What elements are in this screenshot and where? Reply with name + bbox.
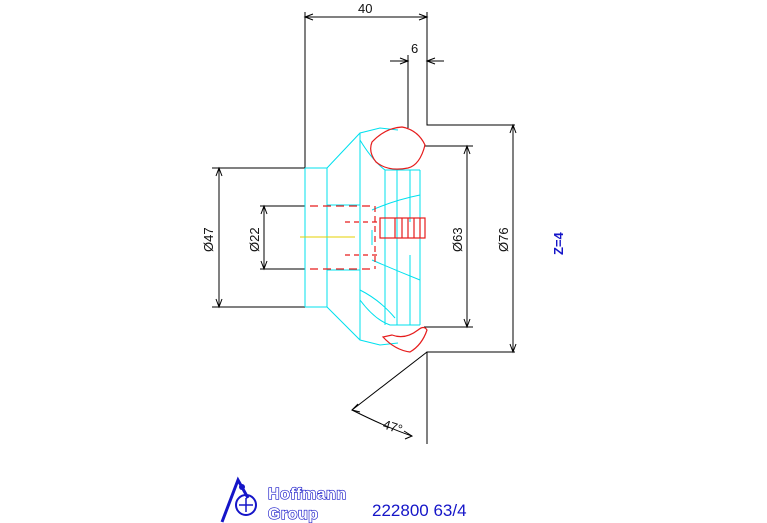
dim-angle: 47° xyxy=(381,417,404,437)
teeth-count-label: Z=4 xyxy=(551,231,566,255)
cutting-inserts xyxy=(310,126,428,353)
dim-insert-diameter: Ø63 xyxy=(450,227,465,252)
dim-offset: 6 xyxy=(411,41,418,56)
part-reference-number: 222800 63/4 xyxy=(372,501,467,520)
logo-text-line1: Hoffmann xyxy=(268,486,347,503)
dim-bore-inner: Ø22 xyxy=(247,227,262,252)
hoffmann-group-logo: Hoffmann Group xyxy=(220,476,347,523)
dim-bore-outer: Ø47 xyxy=(201,227,216,252)
dim-cutter-diameter: Ø76 xyxy=(496,227,511,252)
cutter-body-outline xyxy=(304,127,421,346)
logo-text-line2: Group xyxy=(268,506,319,523)
dim-length: 40 xyxy=(358,1,372,16)
logo-emblem-icon xyxy=(220,476,257,523)
dimension-lines xyxy=(212,12,517,444)
